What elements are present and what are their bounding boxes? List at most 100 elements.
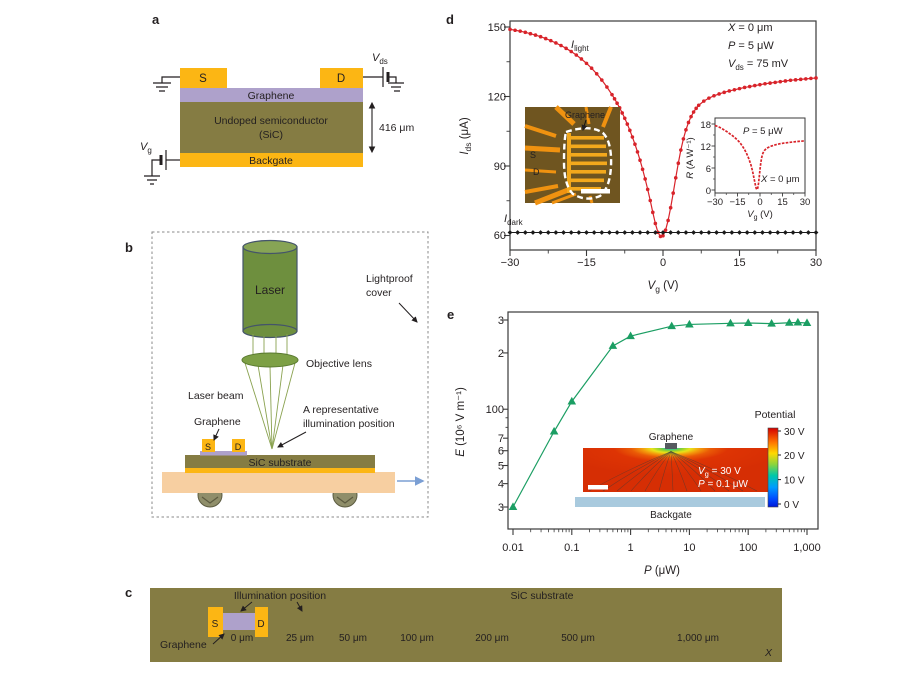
scale-bar bbox=[581, 189, 610, 194]
inset-ytick-6: 6 bbox=[706, 164, 711, 175]
graphene-pointer-arrow bbox=[212, 633, 225, 645]
ilight-label: Ilight bbox=[571, 39, 590, 53]
cbar-20V: 20 V bbox=[784, 451, 805, 462]
device-on-substrate bbox=[208, 607, 268, 637]
inset-ytick-18: 18 bbox=[700, 120, 711, 131]
scale-bar bbox=[588, 485, 608, 490]
inset-xtick-0: 0 bbox=[757, 197, 762, 208]
source-electrode bbox=[208, 607, 223, 637]
illumination-arrow-right bbox=[296, 601, 303, 612]
x-axis-label: P (μW) bbox=[644, 565, 680, 577]
backgate-bar bbox=[185, 468, 375, 473]
vds-label: Vds bbox=[372, 52, 388, 66]
translation-stage bbox=[162, 472, 395, 493]
panel-e-letter: e bbox=[447, 307, 455, 322]
micro-drain-label: D bbox=[533, 167, 540, 177]
ytick-70: 7 bbox=[498, 433, 504, 445]
y-axis-label: Ids (μA) bbox=[459, 117, 473, 155]
source-label: S bbox=[212, 619, 219, 630]
inset-x-axis-label: Vg (V) bbox=[747, 209, 773, 222]
laser-beam-lines bbox=[244, 334, 296, 450]
plot-frame bbox=[503, 311, 819, 535]
cbar-30V: 30 V bbox=[784, 427, 805, 438]
ytick-300: 3 bbox=[498, 315, 504, 327]
ytick-40: 4 bbox=[498, 479, 504, 491]
xtick-1000: 1,000 bbox=[793, 542, 821, 554]
illumination-label-2: illumination position bbox=[303, 418, 395, 430]
panel-e-field-plot: Potential 30 V 20 V 10 V 0 V Graphene Ba… bbox=[455, 311, 821, 577]
xtick-10: 10 bbox=[683, 542, 695, 554]
ytick-150: 150 bbox=[488, 22, 506, 34]
panel-a-device-schematic: S D Graphene Undoped semiconductor (SiC)… bbox=[140, 52, 414, 185]
inset-vg-label: Vg = 30 V bbox=[698, 466, 741, 479]
device-layers bbox=[180, 68, 363, 167]
pos-1000: 1,000 μm bbox=[677, 633, 719, 644]
ytick-50: 5 bbox=[498, 461, 504, 473]
panel-c-position-schematic: Illumination position SiC substrate S D … bbox=[150, 588, 782, 662]
ytick-60: 6 bbox=[498, 446, 504, 458]
panel-b-letter: b bbox=[125, 240, 133, 255]
lightproof-label-2: cover bbox=[366, 287, 392, 299]
electrode-traces bbox=[524, 105, 613, 206]
field-lines bbox=[588, 451, 758, 492]
panel-a-letter: a bbox=[152, 12, 160, 27]
pos-25: 25 μm bbox=[286, 633, 314, 644]
inset-xtick--15: −15 bbox=[729, 197, 745, 208]
xtick-100: 100 bbox=[739, 542, 757, 554]
potential-inset: Potential 30 V 20 V 10 V 0 V Graphene Ba… bbox=[575, 409, 805, 521]
ground-icon bbox=[388, 82, 404, 92]
xtick-30: 30 bbox=[810, 257, 822, 269]
inset-graphene-label: Graphene bbox=[649, 432, 694, 443]
idark-label: Idark bbox=[504, 213, 524, 227]
inset-p-label: P = 0.1 μW bbox=[698, 479, 749, 490]
sample-stage bbox=[162, 439, 395, 508]
x-axis-label: X bbox=[764, 647, 773, 659]
sic-substrate-bar bbox=[185, 455, 375, 468]
illumination-pointer-arrow bbox=[277, 431, 307, 448]
cbar-0V: 0 V bbox=[784, 500, 799, 511]
annotation-p: P = 5 μW bbox=[728, 40, 774, 52]
graphene-outline-dashed bbox=[562, 127, 613, 200]
panel-b-setup-schematic: Laser Objective lens Laser beam A repres… bbox=[151, 231, 429, 518]
drain-label: D bbox=[257, 619, 264, 630]
x-axis-label: Vg (V) bbox=[648, 280, 679, 294]
inset-backgate-label: Backgate bbox=[650, 510, 692, 521]
responsivity-curve bbox=[714, 124, 806, 192]
graphene-label: Graphene bbox=[248, 90, 295, 102]
ground-icon bbox=[144, 175, 160, 185]
drain-label: D bbox=[337, 73, 345, 85]
colorbar-title: Potential bbox=[755, 409, 796, 421]
panel-c-letter: c bbox=[125, 585, 133, 600]
cbar-10V: 10 V bbox=[784, 476, 805, 487]
lightproof-label-1: Lightproof bbox=[366, 273, 413, 285]
xtick-0: 0 bbox=[660, 257, 666, 269]
inset-ytick-12: 12 bbox=[700, 142, 711, 153]
micro-graphene-label: Graphene bbox=[565, 110, 605, 120]
source-label: S bbox=[199, 73, 207, 85]
source-label: S bbox=[205, 442, 211, 452]
laser-head bbox=[242, 239, 298, 339]
source-electrode bbox=[180, 68, 227, 88]
xtick-0.1: 0.1 bbox=[564, 542, 579, 554]
inset-y-axis-label: R (A W⁻¹) bbox=[685, 137, 696, 178]
xtick--30: −30 bbox=[501, 257, 520, 269]
objective-lens bbox=[241, 352, 299, 368]
y-axis-label: E (10⁶ V m⁻¹) bbox=[455, 387, 467, 457]
ytick-60: 60 bbox=[494, 230, 506, 242]
xtick-1: 1 bbox=[628, 542, 634, 554]
annotation-vds: Vds = 75 mV bbox=[728, 58, 789, 72]
micro-source-label: S bbox=[530, 150, 536, 160]
ytick-100: 100 bbox=[486, 404, 504, 416]
graphene-strip bbox=[223, 613, 255, 630]
colorbar bbox=[767, 427, 779, 508]
panel-d-letter: d bbox=[446, 12, 454, 27]
pos-0: 0 μm bbox=[231, 633, 253, 644]
inset-xtick--30: −30 bbox=[707, 197, 723, 208]
inset-annotation-x: X = 0 μm bbox=[760, 174, 800, 185]
pos-50: 50 μm bbox=[339, 633, 367, 644]
plot-series bbox=[508, 317, 812, 510]
graphene-label: Graphene bbox=[194, 416, 241, 428]
responsivity-inset bbox=[711, 117, 806, 197]
laser-beam-label: Laser beam bbox=[188, 390, 244, 402]
ground-icon bbox=[153, 82, 171, 92]
